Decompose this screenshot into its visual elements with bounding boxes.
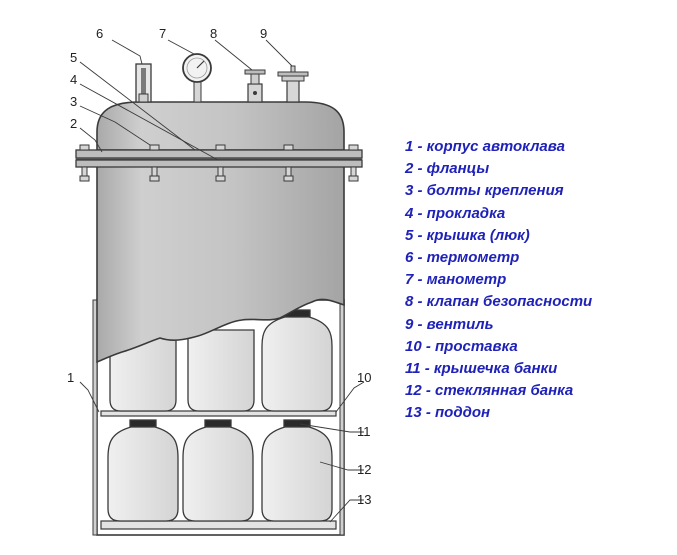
callout-10: 10 xyxy=(357,370,371,385)
callout-9: 9 xyxy=(260,26,267,41)
pressure-gauge-icon xyxy=(182,53,212,103)
legend-item: 6 - термометр xyxy=(405,248,520,266)
legend-item: 10 - проставка xyxy=(405,337,518,355)
autoclave-lid xyxy=(96,101,345,151)
callout-numbers: 1 2 3 4 5 6 7 8 9 10 11 12 13 xyxy=(67,26,371,507)
jar-bottom-right xyxy=(261,419,333,522)
callout-12: 12 xyxy=(357,462,371,477)
jar-bottom-left xyxy=(107,419,179,522)
jar-bottom-middle xyxy=(182,419,254,522)
callout-11: 11 xyxy=(357,424,371,439)
bolt xyxy=(348,144,359,182)
legend-item: 8 - клапан безопасности xyxy=(405,293,593,311)
legend-item: 13 - поддон xyxy=(405,404,491,422)
callout-8: 8 xyxy=(210,26,217,41)
legend-item: 9 - вентиль xyxy=(405,315,494,333)
bolts xyxy=(79,144,359,182)
parts-legend: 1 - корпус автоклава 2 - фланцы 3 - болт… xyxy=(405,136,592,424)
legend-item: 2 - фланцы xyxy=(405,160,490,178)
bolt xyxy=(215,144,226,182)
safety-valve-icon xyxy=(244,69,266,103)
legend-item: 7 - манометр xyxy=(405,271,507,289)
jar-top-right xyxy=(261,309,333,412)
legend-item: 3 - болты крепления xyxy=(405,182,564,200)
legend-item: 11 - крышечка банки xyxy=(405,359,558,377)
bolt xyxy=(149,144,160,182)
bolt xyxy=(283,144,294,182)
leader-lines xyxy=(79,39,365,523)
tray xyxy=(100,520,337,530)
callout-1: 1 xyxy=(67,370,74,385)
legend-item: 1 - корпус автоклава xyxy=(405,138,565,155)
callout-5: 5 xyxy=(70,50,77,65)
jar-top-middle xyxy=(187,329,255,412)
bolt xyxy=(79,144,90,182)
callout-4: 4 xyxy=(70,72,77,87)
flanges xyxy=(75,149,363,168)
callout-3: 3 xyxy=(70,94,77,109)
valve-icon xyxy=(277,65,309,103)
callout-2: 2 xyxy=(70,116,77,131)
thermometer-icon xyxy=(135,63,152,103)
legend-item: 5 - крышка (люк) xyxy=(405,226,530,244)
spacer xyxy=(100,410,337,417)
autoclave-body xyxy=(96,164,345,364)
callout-13: 13 xyxy=(357,492,371,507)
bottom-jars xyxy=(107,419,333,522)
legend-item: 12 - стеклянная банка xyxy=(405,382,574,400)
legend-item: 4 - прокладка xyxy=(405,204,506,222)
callout-6: 6 xyxy=(96,26,103,41)
callout-7: 7 xyxy=(159,26,166,41)
